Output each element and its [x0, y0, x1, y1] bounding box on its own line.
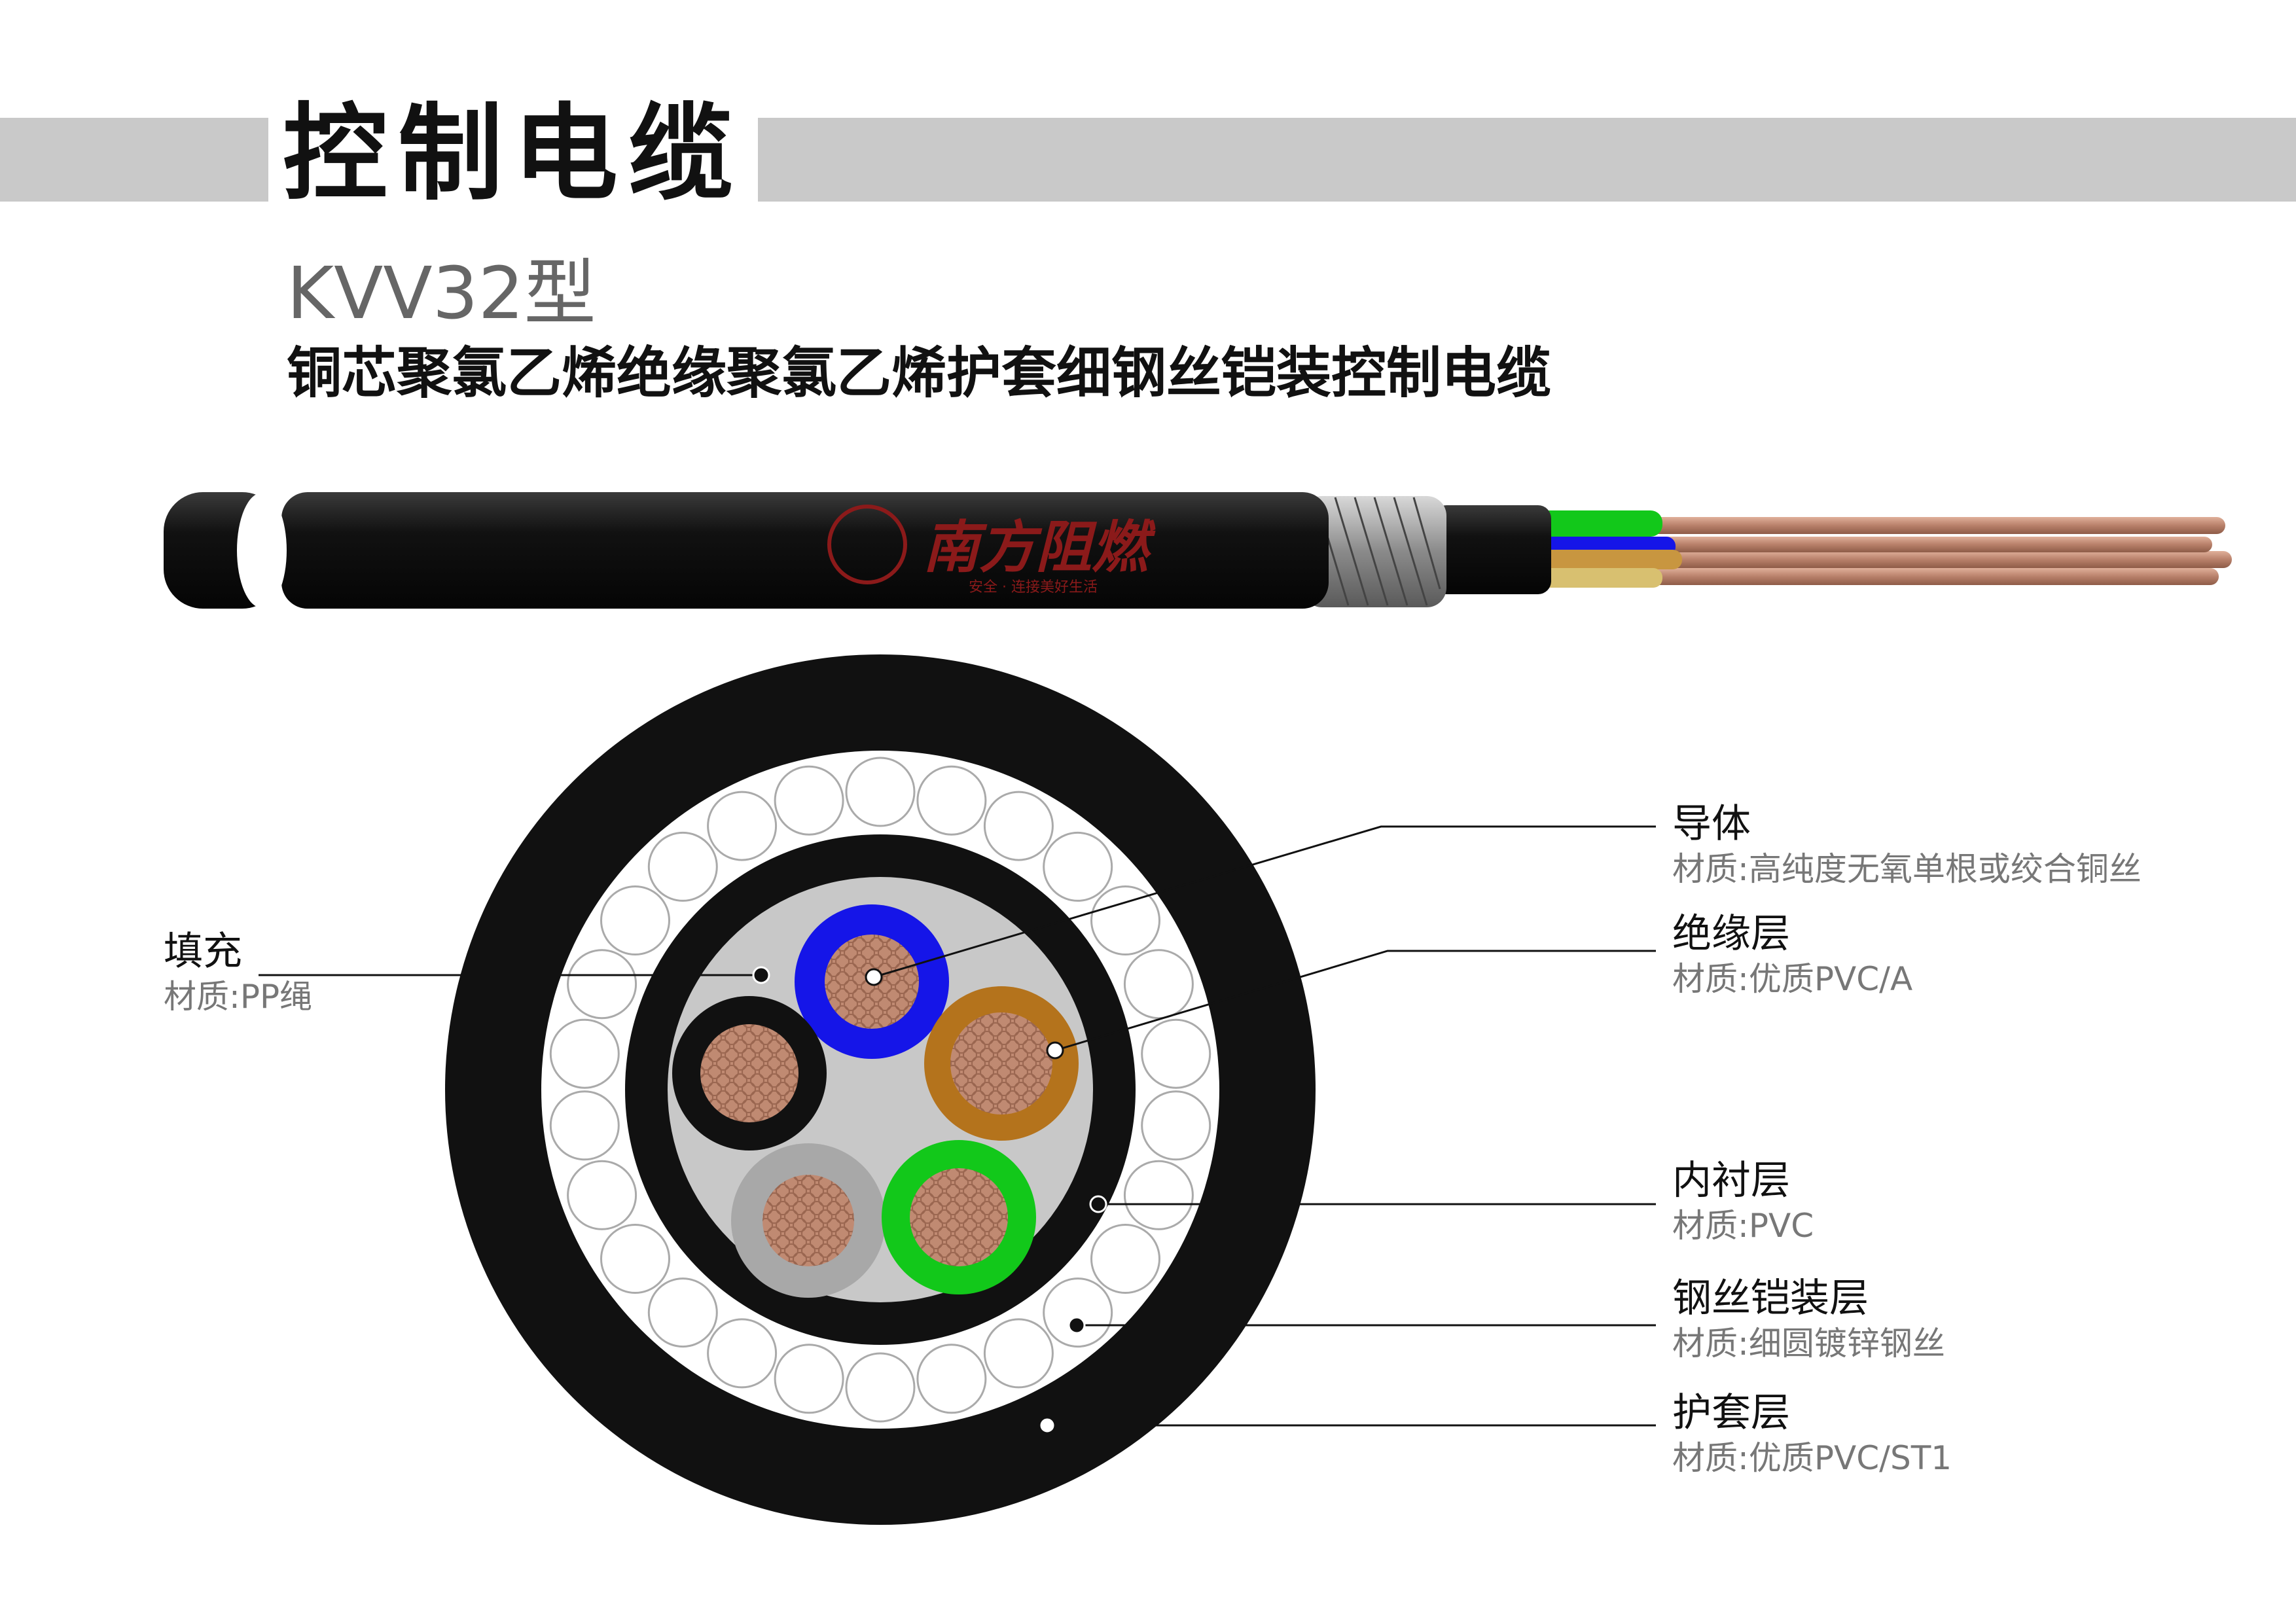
label-inner-lining: 内衬层 材质:PVC [1672, 1158, 1814, 1245]
label-name: 钢丝铠装层 [1672, 1275, 1869, 1321]
inner-lining-segment [1433, 505, 1551, 594]
core-green-insulation [1538, 510, 1662, 537]
armour-wire [567, 949, 637, 1020]
label-material: 材质:PP绳 [164, 978, 313, 1016]
core-black-conductor [700, 1024, 798, 1122]
armour-wire [600, 885, 670, 955]
armour-wire [567, 1160, 637, 1230]
leader-line-conductor [873, 825, 1656, 978]
model-number: KVV32型 [287, 251, 596, 335]
core-brown [924, 986, 1079, 1141]
armour-wire [845, 757, 916, 827]
armour-wire [1043, 1277, 1113, 1348]
label-material: 材质:高纯度无氧单根或绞合铜丝 [1672, 850, 2142, 888]
armour-wire [916, 1344, 987, 1414]
core-green-conductor [910, 1168, 1008, 1266]
core-black [672, 996, 827, 1150]
logo-name: 南方阻燃 [923, 515, 1156, 580]
label-name: 护套层 [1672, 1390, 1790, 1436]
armour-wire [1123, 1160, 1194, 1230]
logo-slogan: 安全 · 连接美好生活 [969, 579, 1098, 596]
armour-wire [1123, 949, 1194, 1020]
armour-wire [549, 1018, 620, 1089]
page-title: 控制电缆 [268, 98, 759, 209]
leader-dots [752, 966, 1107, 1435]
copper-wire [1636, 537, 2212, 552]
dot-inner-lining [1089, 1195, 1107, 1213]
dot-insulation [1046, 1041, 1064, 1060]
core-yellow-insulation [1532, 568, 1662, 588]
rabbit-logo-icon [827, 505, 907, 584]
label-insulation: 绝缘层 材质:优质PVC/A [1672, 912, 1912, 999]
armour-wire [1141, 1090, 1211, 1161]
armour-wire [1090, 1224, 1160, 1294]
core-brown-conductor [950, 1012, 1052, 1115]
label-steel-wire-armour: 钢丝铠装层 材质:细圆镀锌钢丝 [1672, 1276, 1945, 1363]
label-filler: 填充 材质:PP绳 [164, 929, 312, 1016]
dot-sheath [1038, 1416, 1056, 1435]
dot-conductor [865, 968, 883, 986]
armour-wire [1043, 831, 1113, 902]
armour-wire [774, 765, 844, 836]
label-name: 内衬层 [1672, 1158, 1790, 1204]
armour-wire [707, 791, 778, 861]
core-brown-insulation [1532, 550, 1682, 569]
armour-wire [845, 1352, 916, 1423]
armour-wire [916, 765, 987, 836]
armour-wire [983, 791, 1054, 861]
brand-logo: 南方阻燃 安全 · 连接美好生活 [827, 505, 1156, 596]
label-material: 材质:细圆镀锌钢丝 [1672, 1325, 1945, 1363]
cable-cross-section [445, 654, 1316, 1525]
steel-armour-segment [1302, 496, 1446, 607]
armour-wire [549, 1090, 620, 1161]
leader-lines [259, 825, 1656, 1427]
armour-wire [1090, 885, 1160, 955]
label-material: 材质:优质PVC/A [1672, 960, 1913, 998]
label-name: 填充 [164, 929, 242, 974]
cable-side-view: 南方阻燃 安全 · 连接美好生活 [164, 492, 2232, 609]
cut-gap [237, 493, 287, 608]
label-name: 导体 [1672, 801, 1751, 847]
steel-armour-wires [549, 757, 1211, 1423]
copper-wire [1636, 568, 2219, 585]
copper-wire [1636, 517, 2225, 534]
leader-line-insulation [1054, 950, 1656, 1052]
outer-jacket-segment [281, 492, 1329, 609]
core-gray-conductor [762, 1175, 854, 1266]
core-green [882, 1140, 1036, 1294]
label-material: 材质:优质PVC/ST1 [1672, 1439, 1952, 1477]
armour-wire [774, 1344, 844, 1414]
armour-wire [1141, 1018, 1211, 1089]
label-outer-sheath: 护套层 材质:优质PVC/ST1 [1672, 1391, 1952, 1478]
dot-filler [752, 966, 770, 984]
armour-wire [647, 1277, 718, 1348]
armour-wire [707, 1318, 778, 1389]
label-conductor: 导体 材质:高纯度无氧单根或绞合铜丝 [1672, 802, 2142, 889]
armour-wire [647, 831, 718, 902]
core-gray [731, 1143, 886, 1298]
cable-description: 铜芯聚氯乙烯绝缘聚氯乙烯护套细钢丝铠装控制电缆 [287, 341, 1552, 405]
copper-wire [1636, 551, 2232, 568]
dot-armour [1067, 1316, 1086, 1334]
label-name: 绝缘层 [1672, 911, 1790, 957]
armour-wire [600, 1224, 670, 1294]
label-material: 材质:PVC [1672, 1207, 1814, 1245]
armour-wire [983, 1318, 1054, 1389]
